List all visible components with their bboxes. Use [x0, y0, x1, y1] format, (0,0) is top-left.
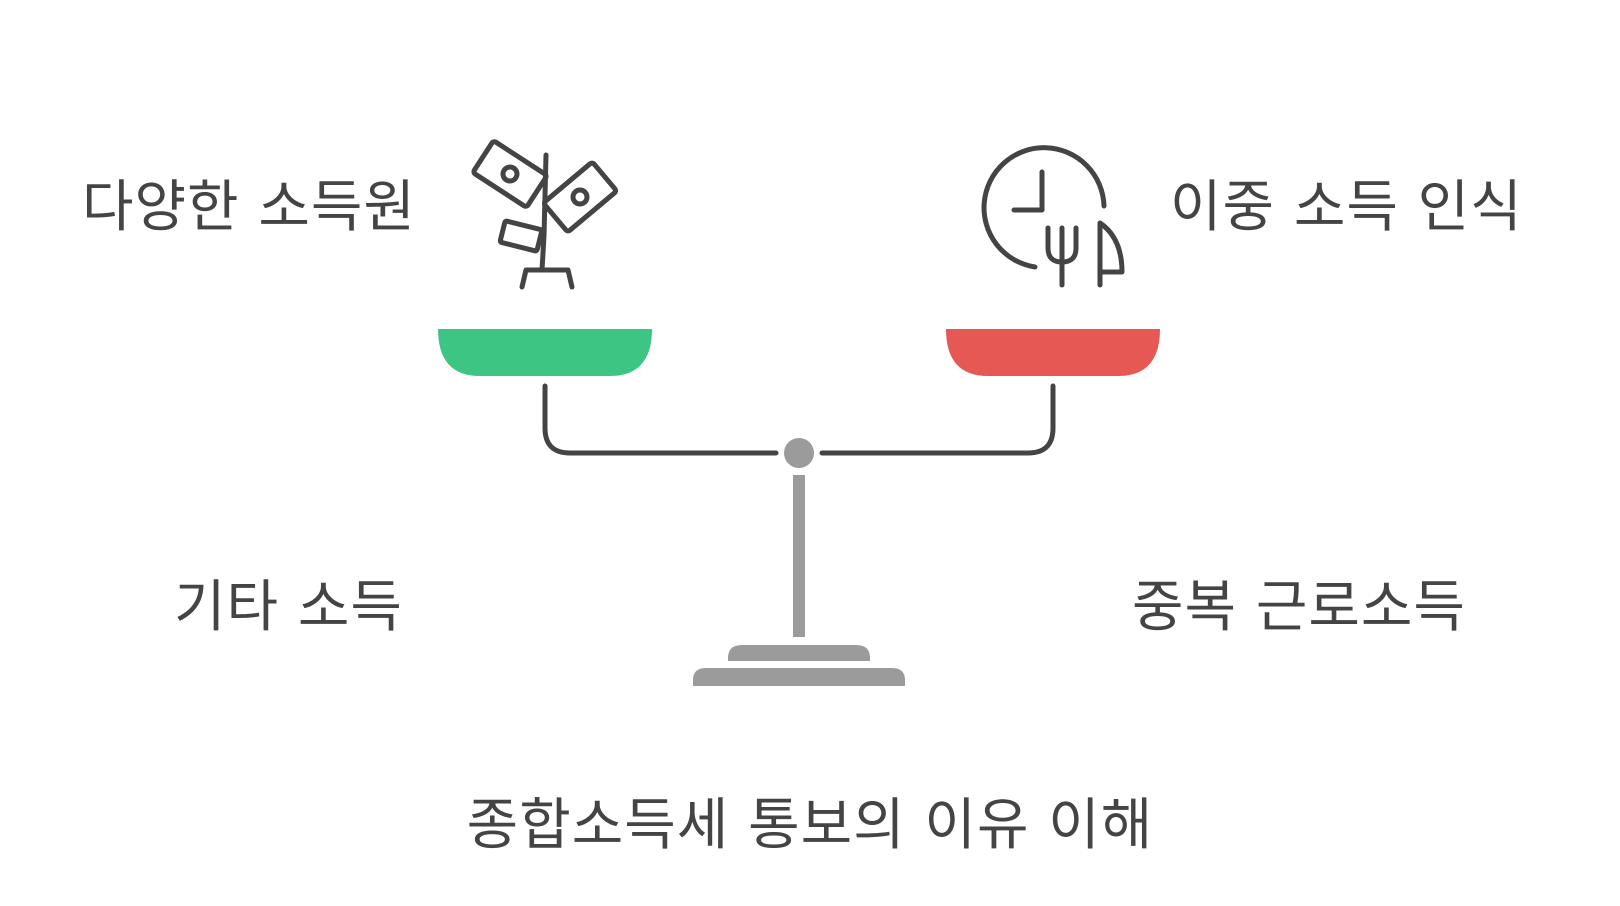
scale-beam — [542, 383, 1056, 456]
label-duplicate-earned-income: 중복 근로소득 — [1132, 575, 1466, 640]
scale-pole — [793, 475, 805, 637]
label-diverse-income-sources: 다양한 소득원 — [82, 175, 416, 240]
scale-stand — [693, 438, 905, 686]
scale-beam-right — [819, 383, 1056, 456]
scale-base-top — [728, 645, 870, 661]
money-plant-icon — [471, 139, 618, 290]
left-pan — [438, 329, 652, 376]
right-pan — [946, 329, 1160, 376]
scale-base-bottom — [693, 668, 905, 686]
label-other-income: 기타 소득 — [174, 575, 403, 640]
scale-pivot — [784, 438, 814, 468]
label-dual-income-recognition: 이중 소득 인식 — [1170, 175, 1523, 240]
diagram-caption: 종합소득세 통보의 이유 이해 — [466, 793, 1154, 858]
clock-with-cutlery-icon — [981, 145, 1125, 288]
scale-beam-left — [542, 383, 779, 456]
